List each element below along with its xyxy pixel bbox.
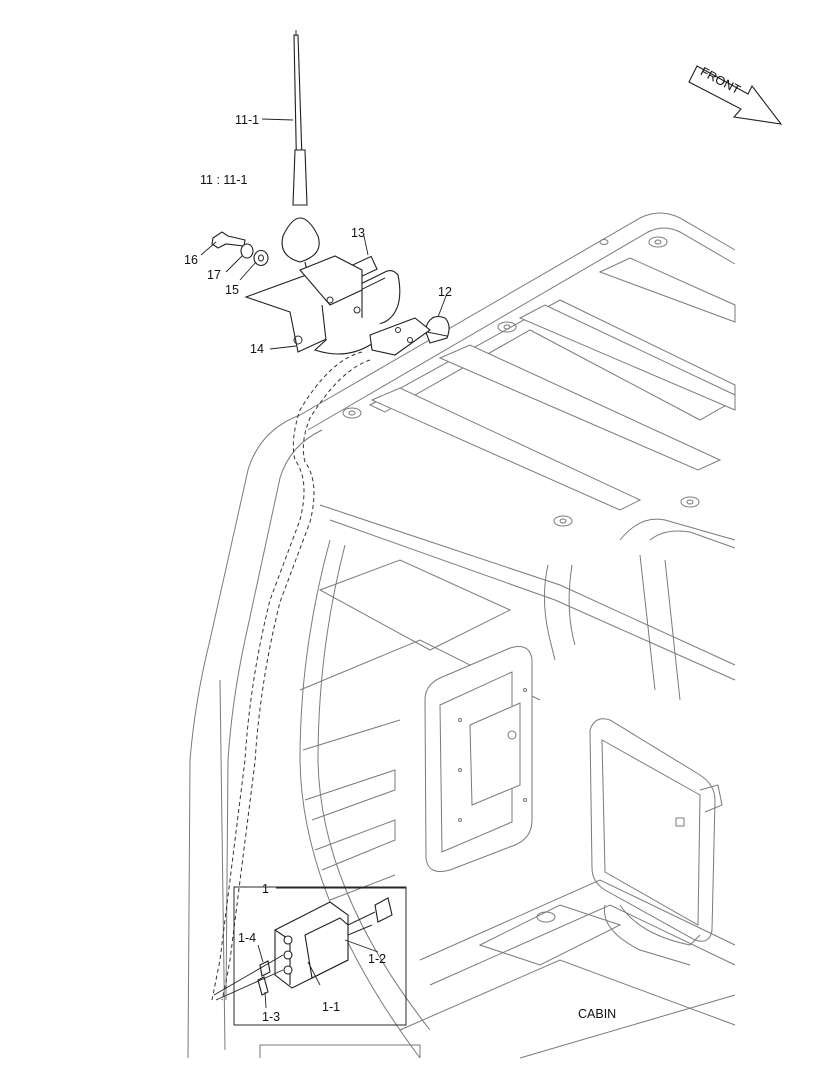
callout-16: 16 xyxy=(184,253,198,267)
antenna-coil xyxy=(292,149,308,206)
front-direction-arrow: FRONT xyxy=(688,64,783,125)
bolt xyxy=(211,231,246,249)
callout-12: 12 xyxy=(438,285,452,299)
callout-11-1: 11-1 xyxy=(235,113,259,127)
side-window-frame xyxy=(589,718,723,942)
callout-1-1: 1-1 xyxy=(322,1000,340,1014)
lock-washer xyxy=(240,243,254,259)
antenna-base xyxy=(281,217,320,263)
callout-15: 15 xyxy=(225,283,239,297)
leader-lines xyxy=(200,118,447,1009)
callout-1-4: 1-4 xyxy=(238,931,256,945)
grommet xyxy=(424,315,450,344)
callout-1-3: 1-3 xyxy=(262,1010,280,1024)
callout-1-2: 1-2 xyxy=(368,952,386,966)
callout-17: 17 xyxy=(207,268,221,282)
interior-panel xyxy=(424,646,533,872)
radio-inset xyxy=(233,886,407,1026)
roof-bolts xyxy=(342,236,700,527)
roof-ribs xyxy=(368,257,736,511)
callout-14: 14 xyxy=(250,342,264,356)
cabin-label: CABIN xyxy=(578,1007,616,1021)
callout-13: 13 xyxy=(351,226,365,240)
cable-route xyxy=(211,351,371,1001)
flat-washer xyxy=(253,249,269,267)
antenna-assembly xyxy=(211,30,450,356)
cabin-drawing xyxy=(187,212,736,1059)
callout-1: 1 xyxy=(262,882,269,896)
equivalence-note: 11 : 11-1 xyxy=(200,173,248,187)
callout-labels: 11-1 11 : 11-1 13 16 17 15 12 14 1 1-4 1… xyxy=(184,113,616,1024)
inset-frame xyxy=(233,886,407,1026)
